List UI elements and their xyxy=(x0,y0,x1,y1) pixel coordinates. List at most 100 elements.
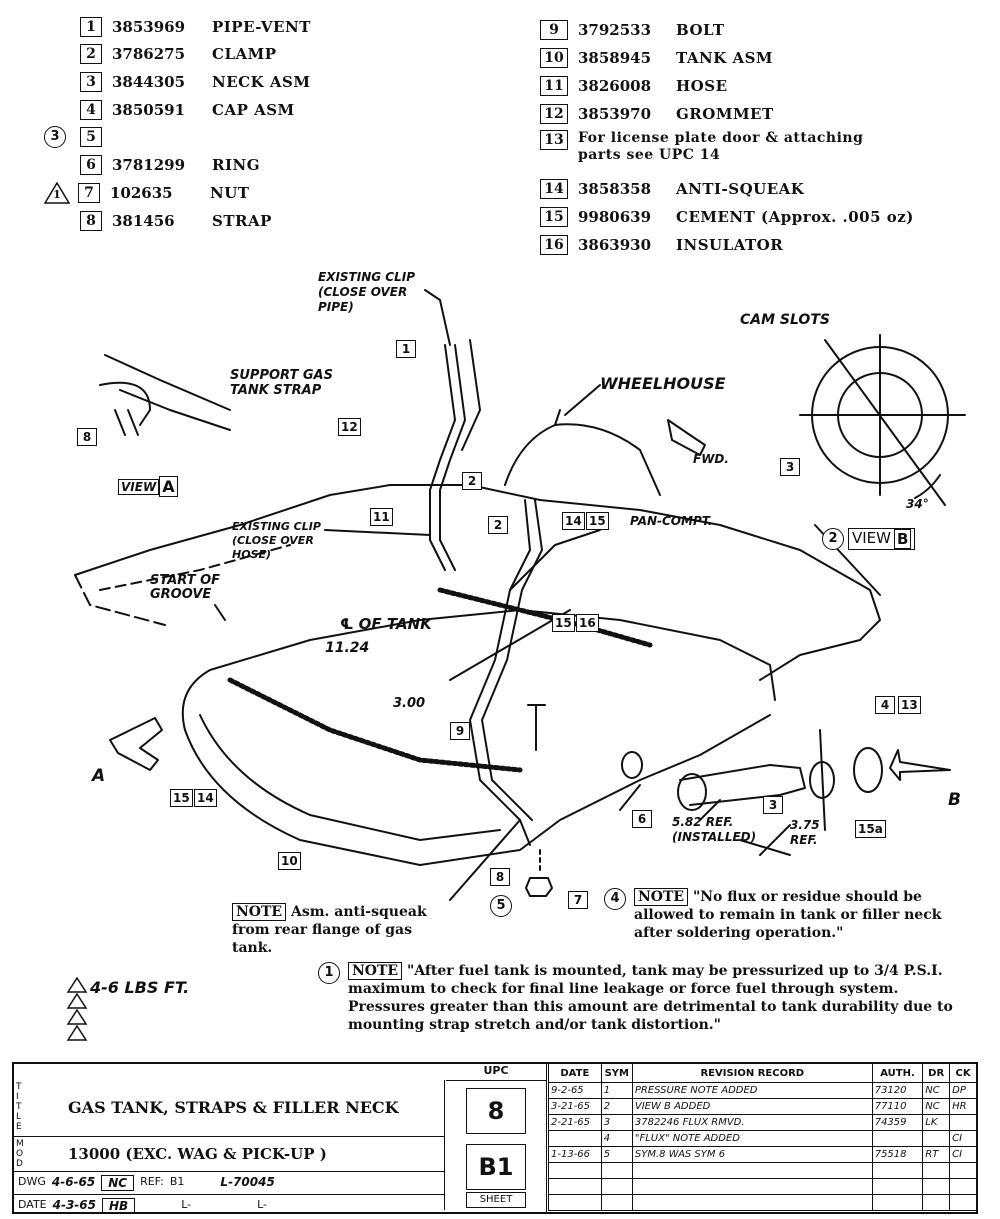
stacked-triangle-icon xyxy=(66,976,88,1041)
revision-cell xyxy=(922,1178,950,1195)
revision-cell: 77110 xyxy=(871,1098,923,1115)
rev-header: CK xyxy=(949,1064,976,1083)
revision-cell xyxy=(548,1130,602,1147)
mod-side-label: MOD xyxy=(16,1139,24,1169)
revision-cell: 5 xyxy=(600,1146,633,1163)
sheet-label: SHEET xyxy=(466,1192,526,1208)
revision-table: DATE SYM REVISION RECORD AUTH. DR CK 9-2… xyxy=(548,1064,976,1211)
arrow-a-label: A xyxy=(92,766,106,786)
revision-cell: 75518 xyxy=(871,1146,923,1163)
dwg-initials: NC xyxy=(101,1175,135,1191)
item-number: 8 xyxy=(80,211,102,231)
revision-cell: RT xyxy=(922,1146,950,1163)
revision-cell xyxy=(548,1162,602,1179)
part-number: 3858358 xyxy=(578,180,652,198)
part-description: RING xyxy=(212,156,261,174)
callout-9: 9 xyxy=(450,722,470,740)
reference-circle: 3 xyxy=(44,126,66,148)
rev-header: SYM xyxy=(600,1064,633,1083)
part-number: 3844305 xyxy=(112,73,186,91)
item-number: 9 xyxy=(540,20,568,40)
arrow-b-label: B xyxy=(948,790,961,810)
revision-cell: 1-13-66 xyxy=(548,1146,602,1163)
revision-cell: 3782246 FLUX RMVD. xyxy=(631,1114,873,1131)
part-number: 3781299 xyxy=(112,156,186,174)
date-initials: HB xyxy=(101,1198,136,1214)
cam-slots-label: CAM SLOTS xyxy=(740,312,830,328)
model-cell: MOD 13000 (EXC. WAG & PICK-UP ) xyxy=(14,1137,445,1172)
revision-cell xyxy=(631,1178,873,1195)
item-number: 2 xyxy=(80,44,102,64)
revision-cell: 2-21-65 xyxy=(548,1114,602,1131)
revision-cell xyxy=(631,1162,873,1179)
note-flux: 4 NOTE "No flux or residue should be all… xyxy=(604,888,964,942)
callout-1: 1 xyxy=(396,340,416,358)
callout-2-lower: 2 xyxy=(488,516,508,534)
revision-cell xyxy=(922,1162,950,1179)
revision-cell: 4 xyxy=(600,1130,633,1147)
view-b-box: VIEW B xyxy=(848,528,916,550)
triangle-number: 1 xyxy=(53,188,61,201)
torque-spec: 4-6 LBS FT. xyxy=(90,978,190,997)
support-strap-label: SUPPORT GAS TANK STRAP xyxy=(230,368,333,398)
note-pressure-ref-circle: 1 xyxy=(318,962,340,984)
title-side-label: TITLE xyxy=(16,1082,22,1132)
callout-14-upper: 14 xyxy=(562,512,585,530)
item-number: 11 xyxy=(540,76,568,96)
date-label: DATE xyxy=(18,1198,47,1211)
l-prefix: L- xyxy=(181,1198,192,1211)
l-number: L-70045 xyxy=(220,1175,275,1189)
part-row: 2 3786275 CLAMP xyxy=(80,42,277,66)
part-number: 3786275 xyxy=(112,45,186,63)
rev-header: DATE xyxy=(548,1064,602,1083)
part-row: 14 3858358 ANTI-SQUEAK xyxy=(540,177,804,201)
part-description: GROMMET xyxy=(676,105,774,123)
part-number: 381456 xyxy=(112,212,175,230)
view-b-ref-circle: 2 xyxy=(822,528,844,550)
revision-cell: SYM.8 WAS SYM 6 xyxy=(631,1146,873,1163)
tank-centerline-label: ℄ OF TANK xyxy=(340,615,432,633)
revision-cell: 73120 xyxy=(871,1082,923,1099)
part-row: 3 3844305 NECK ASM xyxy=(80,70,310,94)
item-number: 6 xyxy=(80,155,102,175)
item-number: 15 xyxy=(540,207,568,227)
l-prefix: L- xyxy=(257,1198,267,1211)
note-label: NOTE xyxy=(348,962,403,980)
dwg-date: 4-6-65 xyxy=(51,1175,96,1189)
upc-number: 8 xyxy=(466,1088,526,1134)
revision-cell: NC xyxy=(922,1098,950,1115)
item-number: 7 xyxy=(78,183,100,203)
item-number: 4 xyxy=(80,100,102,120)
existing-clip-pipe-label: EXISTING CLIP (CLOSE OVER PIPE) xyxy=(318,270,415,314)
part-row: 6 3781299 RING xyxy=(80,153,260,177)
title-cell: TITLE GAS TANK, STRAPS & FILLER NECK xyxy=(14,1080,445,1137)
revision-cell: "FLUX" NOTE ADDED xyxy=(631,1130,873,1147)
view-b-letter: B xyxy=(894,529,912,549)
revision-cell xyxy=(871,1194,923,1211)
part-number: 3853969 xyxy=(112,18,186,36)
part-number: 9980639 xyxy=(578,208,652,226)
part-row: 9 3792533 BOLT xyxy=(540,18,725,42)
part-description: PIPE-VENT xyxy=(212,18,311,36)
item-number: 12 xyxy=(540,104,568,124)
revision-cell: 3 xyxy=(600,1114,633,1131)
callout-4: 4 xyxy=(875,696,895,714)
revision-cell xyxy=(548,1194,602,1211)
view-b-text: VIEW xyxy=(852,529,891,547)
item-number: 13 xyxy=(540,130,568,150)
part-row: 1 7 102635 NUT xyxy=(43,181,249,205)
callout-3-view-b: 3 xyxy=(780,458,800,476)
part-description: CAP ASM xyxy=(212,101,295,119)
note-flux-ref-circle: 4 xyxy=(604,888,626,910)
callout-6: 6 xyxy=(632,810,652,828)
part-row: 4 3850591 CAP ASM xyxy=(80,98,295,122)
torque-triangle-icon: 1 xyxy=(43,181,71,204)
item-number: 10 xyxy=(540,48,568,68)
revision-cell xyxy=(949,1114,976,1131)
wheelhouse-label: WHEELHOUSE xyxy=(600,374,726,393)
revision-cell xyxy=(922,1130,950,1147)
part-description: For license plate door & attaching parts… xyxy=(578,130,864,163)
